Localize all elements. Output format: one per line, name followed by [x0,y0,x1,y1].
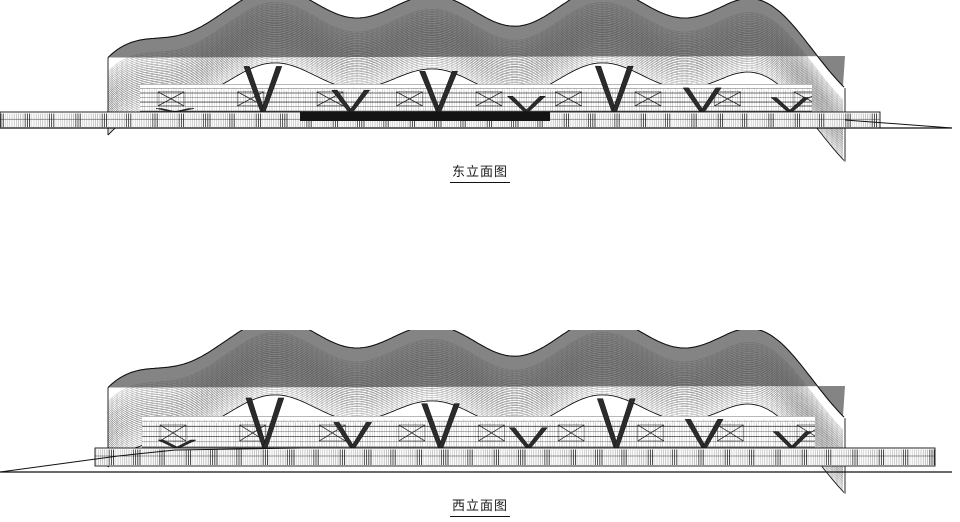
elevation-east [0,0,960,190]
caption-west-elevation: 西立面图 [0,500,960,517]
east-elevation-drawing [0,0,953,162]
elevation-west [0,330,960,522]
caption-east-text: 东立面图 [449,166,510,183]
caption-east-elevation: 东立面图 [0,166,960,183]
caption-west-text: 西立面图 [449,500,510,517]
west-elevation-drawing [0,330,952,494]
